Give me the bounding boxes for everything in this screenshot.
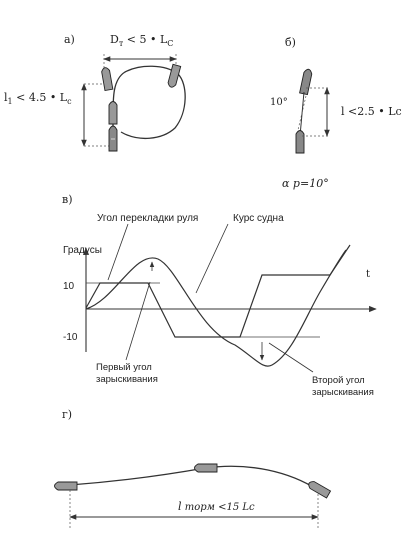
heading-curve [85,249,347,367]
x-axis-label: t [366,269,370,280]
second-overshoot-leader [268,342,314,373]
diameter-formula: Dт < 5 • LC [110,33,173,48]
ship-icon [108,125,118,152]
ship-icon [167,63,182,88]
panel-a: а) Dт < 5 • LC l1 < 4.5 • Lc [4,33,186,152]
panel-d-label: г) [62,408,72,421]
angle-label: 10° [270,97,288,108]
panel-d: г) l торм <15 Lc [54,408,332,528]
y-axis-label: Градусы [63,245,102,256]
ship-icon [194,463,218,473]
length-formula: l <2.5 • Lc [341,105,402,118]
tick-label-positive: 10 [63,281,75,292]
panel-c: в) Угол перекладки руля Курс судна Граду… [62,193,377,398]
tick-label-negative: -10 [63,332,78,343]
stopping-track [69,465,319,491]
heading-line [299,91,305,137]
ship-icon [299,68,313,96]
rudder-caption-leader [107,223,129,281]
ship-icon [108,101,118,125]
ship-icon [295,130,305,154]
ship-icon [101,67,114,92]
panel-b: б) 10° l <2.5 • Lc α p=10° [270,36,402,190]
ship-icon [54,481,78,491]
rudder-angle-caption: Угол перекладки руля [97,213,198,224]
rudder-angle-curve [85,244,351,338]
first-overshoot-leader [125,281,151,361]
rudder-angle-formula: α p=10° [282,177,329,190]
panel-b-label: б) [285,36,296,49]
rudder-angle-line [297,95,307,131]
advance-formula: l1 < 4.5 • Lc [4,91,72,106]
stopping-distance-formula: l торм <15 Lc [178,500,255,513]
ship-icon [308,481,332,499]
panel-c-label: в) [62,193,72,206]
heading-caption: Курс судна [233,213,284,224]
panel-a-label: а) [64,33,75,46]
heading-caption-leader [195,223,229,294]
